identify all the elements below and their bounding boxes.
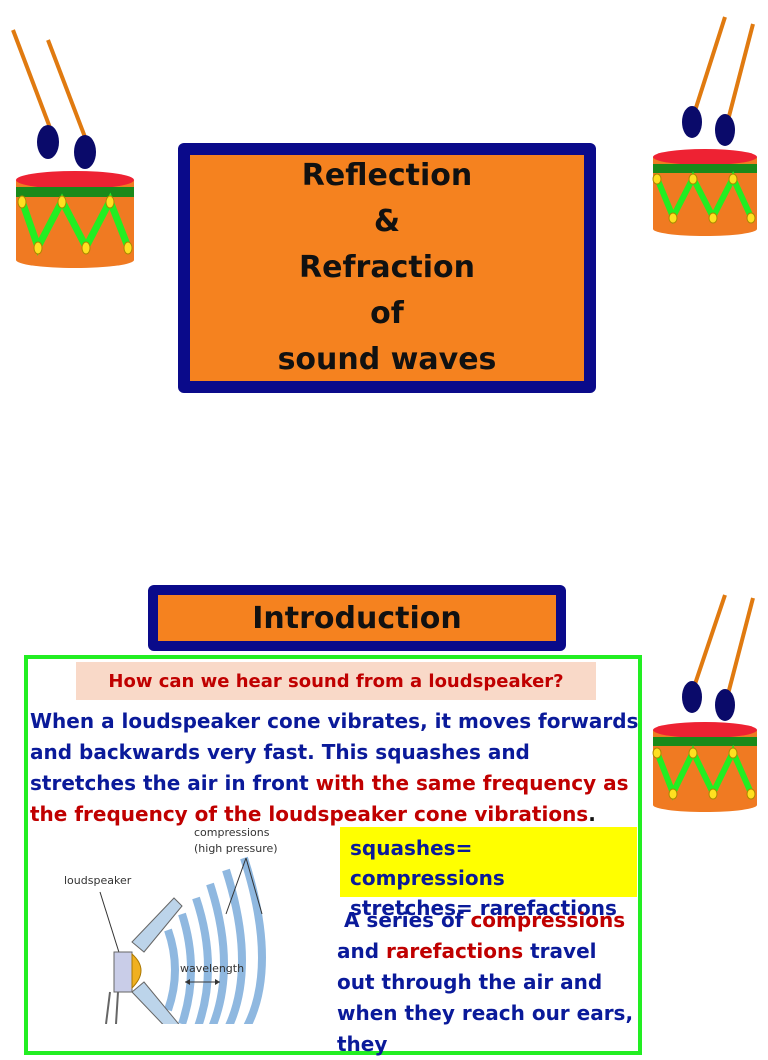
series-text: A series of [343,908,471,932]
wave-arc [222,868,246,1024]
drum-icon [11,29,134,268]
title-panel: Reflection & Refraction of sound waves [190,155,584,381]
series-emphasis: compressions [470,908,626,932]
wave-arc [192,896,212,1024]
intro-heading-box: Introduction [148,585,566,651]
definitions-box: squashes= compressions stretches= rarefa… [340,827,637,920]
wavelength-label: wavelength [180,962,244,975]
title-line: of [370,296,404,331]
loudspeaker-label: loudspeaker [64,874,132,887]
title-box: Reflection & Refraction of sound waves [178,143,596,393]
title-line: sound waves [277,342,497,377]
paragraph-emphasis: with the same frequency as the frequency… [30,771,629,826]
wave-arc [206,882,228,1024]
series-paragraph: A series of compressions and rarefaction… [337,905,637,1060]
intro-heading-panel: Introduction [158,595,556,641]
paragraph-period: . [588,802,596,826]
compressions-label: compressions [194,826,270,839]
high-pressure-label: (high pressure) [194,842,278,855]
intro-paragraph: When a loudspeaker cone vibrates, it mov… [30,706,642,830]
drum-icon [652,594,757,812]
question-banner: How can we hear sound from a loudspeaker… [76,662,596,700]
series-text: and [337,939,387,963]
paragraph-text: When a loudspeaker cone vibrates, it mov… [30,709,639,795]
definition-line: squashes= compressions [350,836,505,890]
title-line: Reflection [301,158,473,193]
wave-arc [240,856,266,1024]
intro-heading: Introduction [252,600,462,636]
drum-icon [652,16,757,236]
wave-arc [164,928,179,1012]
title-line: & [373,204,401,239]
title-line: Refraction [299,250,475,285]
loudspeaker-diagram: compressions (high pressure) loudspeaker… [64,826,278,1024]
definition-line: stretches= rarefactions [350,896,617,920]
wave-arc [178,912,195,1024]
series-emphasis: rarefactions [386,939,524,963]
